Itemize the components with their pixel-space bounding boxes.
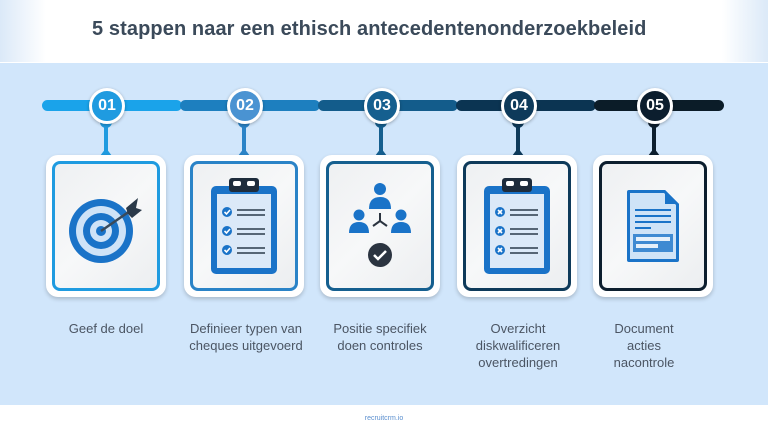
page-title: 5 stappen naar een ethisch antecedenteno… xyxy=(92,18,647,40)
connector-5 xyxy=(648,120,660,156)
footer xyxy=(0,405,768,432)
connector-4 xyxy=(512,120,524,156)
team-hierarchy-check-icon xyxy=(349,183,411,267)
step-number-badge: 01 xyxy=(89,88,125,124)
step-label: Definieer typen van cheques uitgevoerd xyxy=(189,321,303,353)
step-number-badge: 04 xyxy=(501,88,537,124)
step-number-badge: 02 xyxy=(227,88,263,124)
step-number-badge: 05 xyxy=(637,88,673,124)
step-label: Document acties nacontrole xyxy=(613,321,675,370)
connector-1 xyxy=(100,120,112,156)
clipboard-x-icon xyxy=(484,178,550,274)
clipboard-check-icon xyxy=(211,178,277,274)
step-number-badge: 03 xyxy=(364,88,400,124)
document-icon xyxy=(627,190,679,262)
step-label: Overzicht diskwalificeren overtredingen xyxy=(475,321,561,370)
step-card-2 xyxy=(184,155,304,297)
header xyxy=(0,0,768,62)
step-card-4 xyxy=(457,155,577,297)
brand-link[interactable]: recruitcrm.io xyxy=(364,415,404,422)
target-icon xyxy=(69,198,142,263)
step-card-5 xyxy=(593,155,713,297)
step-label: Geef de doel xyxy=(68,321,144,336)
connector-2 xyxy=(238,120,250,156)
step-label: Positie specifiek doen controles xyxy=(333,321,427,353)
step-card-3 xyxy=(320,155,440,297)
connector-3 xyxy=(375,120,387,156)
step-card-1 xyxy=(46,155,166,297)
